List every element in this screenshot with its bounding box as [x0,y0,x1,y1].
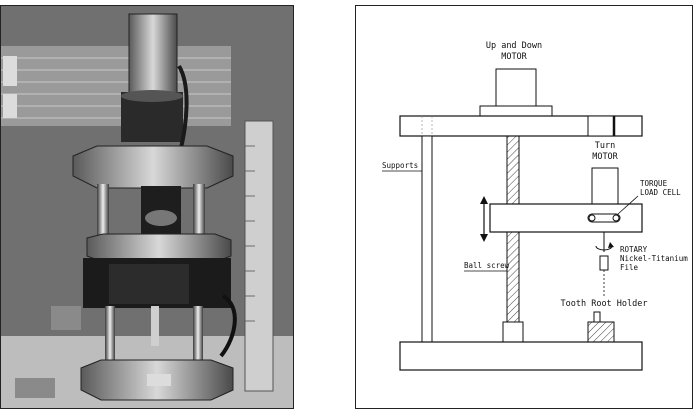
updown-motor-flange [479,105,553,117]
top-plate-bearing [587,115,615,137]
turn-motor-label-line1: Turn [595,141,615,151]
photo-middle-plate [86,233,232,263]
torque-load-cell [587,213,621,223]
photo-rod [193,184,205,244]
photo-updown-motor [128,13,178,95]
turn-motor-box [591,167,619,205]
tooth-root-holder [587,321,615,343]
base-plate [399,341,643,371]
rotary-label-line1: ROTARY [620,245,648,254]
schematic-drawing: Up and Down MOTOR Supports Ball screw Tu… [382,41,688,371]
file-chuck [599,255,609,271]
torque-label-line1: TORQUE [640,179,668,188]
apparatus-photo [0,5,294,409]
rotary-label-line2: Nickel-Titanium [620,254,688,263]
support-column [421,135,433,343]
ball-screw-label: Ball screw [464,261,510,270]
photo-ruler [244,120,274,392]
top-plate [399,115,643,137]
supports-label: Supports [382,161,418,170]
moving-plate [489,203,643,233]
turn-motor-label-line2: MOTOR [592,152,618,162]
rotary-label-line3: File [620,263,639,272]
ball-screw-base [502,321,524,343]
photo-board [1,46,231,126]
photo-rod [97,184,109,244]
tooth-root-holder-label: Tooth Root Holder [561,299,648,309]
updown-motor-label-line2: MOTOR [501,52,527,62]
updown-motor-label-line1: Up and Down [486,41,542,51]
schematic-diagram: Up and Down MOTOR Supports Ball screw Tu… [355,5,693,409]
photo-top-plate [72,145,234,189]
apparatus-photo-drawing [1,6,293,408]
torque-label-line2: LOAD CELL [640,188,681,197]
